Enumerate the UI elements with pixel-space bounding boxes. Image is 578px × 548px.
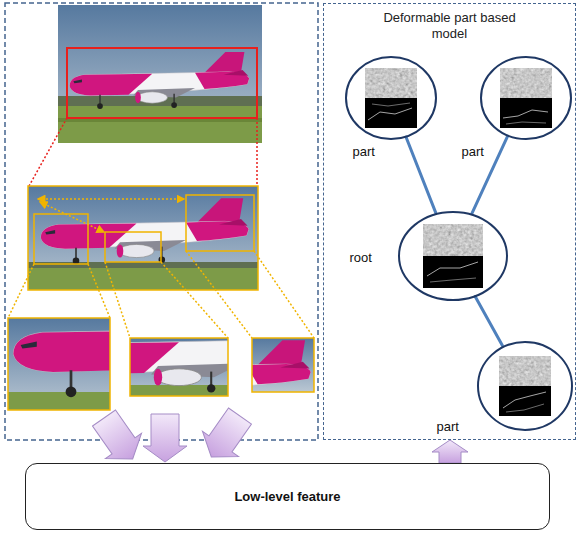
hog-edges	[423, 256, 483, 288]
crop-line	[88, 264, 110, 318]
block-arrow	[86, 405, 151, 471]
block-arrow	[432, 440, 468, 463]
feature-arrows	[86, 403, 258, 471]
part-filter-circle: part	[480, 56, 572, 140]
crop-frame	[8, 318, 110, 410]
node-label: part	[462, 144, 484, 160]
part-filter-circle: root	[398, 211, 508, 301]
hog-filters	[365, 68, 552, 416]
block-arrow	[143, 414, 187, 462]
airplane	[70, 52, 250, 109]
hog-appearance	[423, 224, 483, 256]
photo-grass	[58, 106, 262, 143]
hog-edge	[506, 404, 544, 412]
circle-outline	[477, 341, 573, 431]
node-label: part	[437, 419, 459, 435]
deformation-arrow	[38, 198, 184, 200]
part-box	[105, 232, 161, 262]
hog-edge	[430, 278, 476, 282]
photo-trees	[28, 262, 258, 268]
crop-frame	[252, 338, 314, 392]
hog-appearance	[500, 68, 552, 98]
hog-edge	[427, 262, 478, 276]
circle-outline	[398, 211, 508, 301]
tree-link	[406, 137, 436, 213]
box-label: Low-level feature	[234, 489, 340, 505]
airport-photo	[58, 5, 262, 143]
circle-border	[478, 342, 572, 430]
circle-outline	[480, 56, 572, 140]
panel-title: Deformable part based model	[375, 10, 525, 41]
tree-link	[475, 296, 502, 345]
photo-sky	[58, 5, 262, 143]
root-box	[28, 186, 258, 290]
part-box	[186, 195, 254, 251]
part-crop	[252, 338, 314, 392]
zoom-line	[256, 118, 258, 186]
hog-edge	[506, 122, 546, 124]
feature-box: Low-level feature	[25, 463, 550, 530]
zoomed-photo	[28, 186, 258, 290]
node-label: root	[350, 250, 372, 266]
model-panel: Deformable part based model part part root p…	[323, 3, 576, 440]
part-filter-circle: part	[477, 341, 573, 431]
crop-line	[8, 264, 34, 318]
circle-border	[399, 212, 507, 300]
zoom-line	[29, 118, 67, 186]
airplane	[41, 198, 249, 264]
crop-line	[186, 251, 252, 338]
crop-line	[254, 251, 314, 338]
part-filter-circle: part	[345, 56, 437, 140]
circle-outline	[345, 56, 437, 140]
crop-frame	[130, 338, 228, 396]
hog-edge	[368, 108, 412, 120]
airplane-engine	[130, 338, 228, 394]
hog-edge	[503, 110, 548, 118]
circle-border	[481, 57, 571, 139]
detection-box	[67, 48, 257, 118]
deformation-arrow	[40, 202, 104, 232]
photo-grass	[8, 392, 110, 410]
hog-edge	[372, 103, 410, 106]
hog-edges	[500, 98, 552, 128]
circle-border	[346, 57, 436, 139]
part-crop	[8, 318, 110, 410]
photo-sky	[28, 186, 258, 290]
block-arrow	[193, 403, 258, 469]
hog-appearance	[365, 68, 417, 98]
node-label: part	[353, 144, 375, 160]
airplane-tail	[252, 340, 311, 392]
airplane-nose	[13, 318, 110, 397]
photo-grass	[28, 268, 258, 290]
hog-edges	[365, 98, 417, 128]
part-crop	[130, 338, 228, 396]
crop-line	[161, 262, 228, 338]
hog-appearance	[499, 356, 551, 386]
hog-edges	[499, 386, 551, 416]
